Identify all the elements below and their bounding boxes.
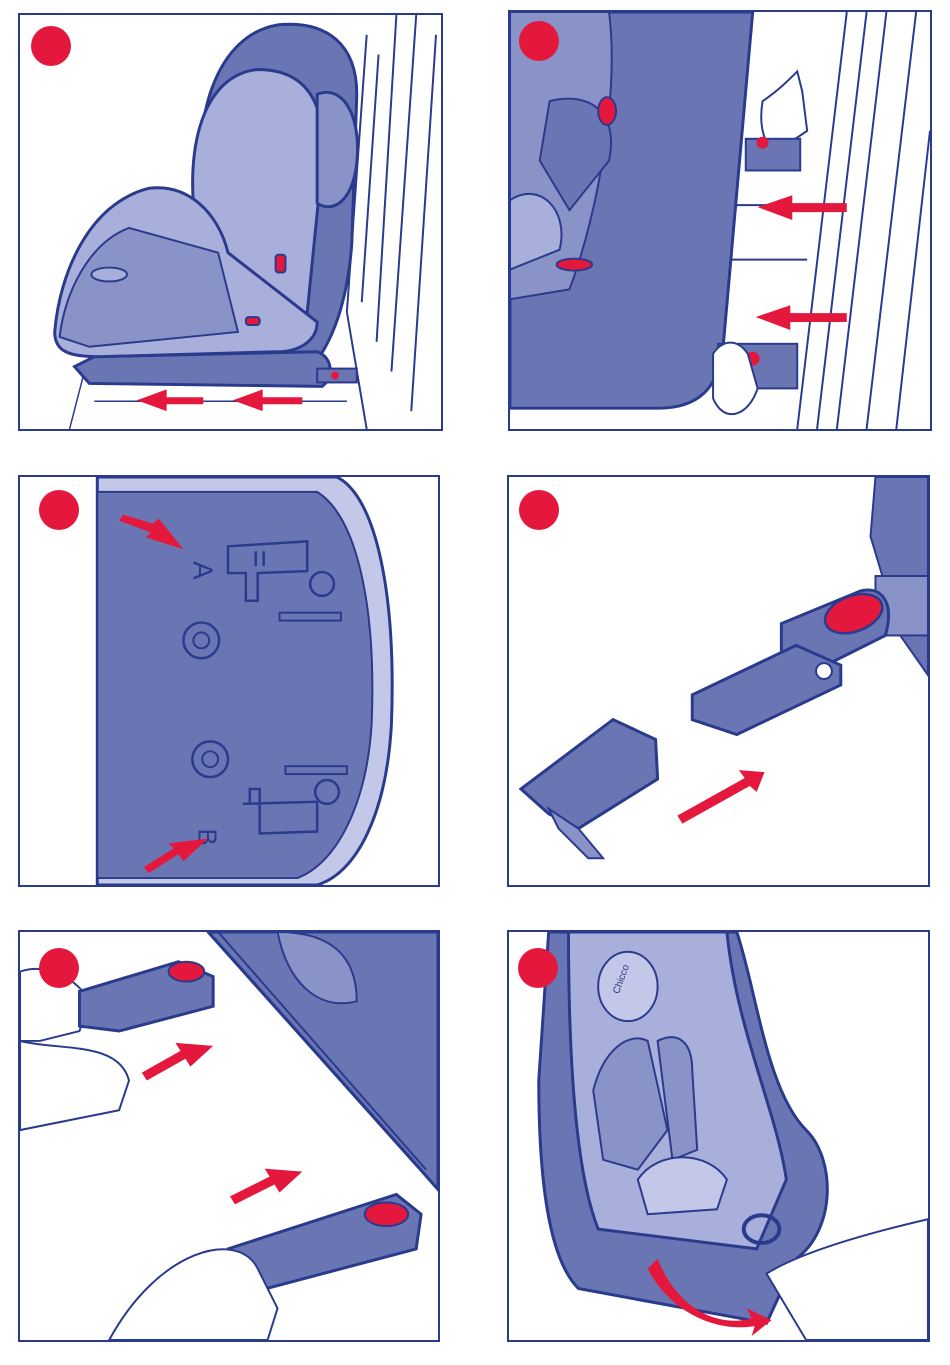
panel-2 bbox=[508, 10, 932, 431]
label-a: A bbox=[187, 561, 218, 580]
step-marker-4 bbox=[519, 490, 559, 530]
wall-lines bbox=[347, 15, 436, 429]
step-marker-2 bbox=[519, 21, 559, 61]
arrow-left-lower bbox=[756, 305, 847, 330]
panel-6-illustration: Chicco bbox=[509, 932, 928, 1340]
arrow-left-1 bbox=[137, 389, 203, 411]
panel-1-illustration bbox=[20, 15, 441, 429]
buckle-pad bbox=[638, 1157, 727, 1214]
panel-5 bbox=[18, 930, 440, 1342]
release-upper bbox=[169, 962, 205, 982]
isofix-release-dot bbox=[331, 372, 339, 380]
strap-guide-upper bbox=[276, 255, 286, 273]
panel-2-illustration bbox=[510, 12, 930, 429]
buckle-pad bbox=[91, 268, 127, 282]
arrow-left-2 bbox=[233, 389, 302, 411]
strap-guide-lower bbox=[246, 317, 260, 325]
arm-upper bbox=[20, 1041, 129, 1130]
step-marker-6 bbox=[518, 948, 558, 988]
panel-4-illustration bbox=[509, 477, 928, 885]
base-underside bbox=[97, 492, 372, 878]
panel-5-illustration bbox=[20, 932, 438, 1340]
panel-6: Chicco bbox=[507, 930, 930, 1342]
brand-badge bbox=[598, 952, 657, 1021]
isofix-guide bbox=[521, 720, 658, 829]
strap-clip bbox=[598, 97, 616, 125]
connector-upper bbox=[746, 139, 800, 171]
step-marker-5 bbox=[39, 948, 79, 988]
connector-arm-front bbox=[692, 645, 841, 734]
release-lower bbox=[365, 1202, 409, 1226]
panel-3: A B bbox=[18, 475, 440, 887]
step-marker-1 bbox=[31, 26, 71, 66]
panel-1 bbox=[18, 13, 443, 431]
arrow-lower bbox=[230, 1169, 302, 1205]
arrow-upper bbox=[142, 1043, 213, 1081]
buckle-red bbox=[557, 259, 593, 271]
arrow-up-right bbox=[677, 770, 764, 823]
step-marker-3 bbox=[39, 490, 79, 530]
panel-4 bbox=[507, 475, 930, 887]
connector-hole bbox=[816, 663, 832, 679]
release-upper bbox=[757, 137, 769, 149]
hand-lower bbox=[109, 1249, 277, 1340]
arrow-left-upper bbox=[758, 195, 847, 220]
panel-3-illustration: A B bbox=[20, 477, 438, 885]
